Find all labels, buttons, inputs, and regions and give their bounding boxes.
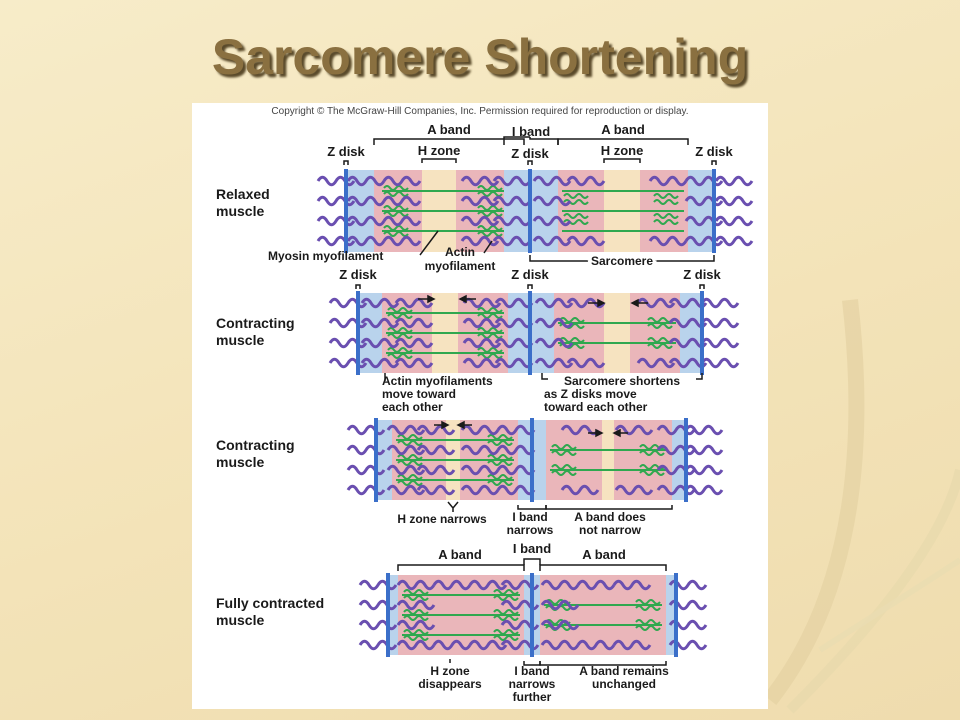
state-label: muscle [216,203,264,219]
i-band-note: I band [512,510,547,524]
panel-contracting-1: Contracting muscle Z disk Z disk Z disk … [216,267,740,414]
a-band-note: A band remains [579,664,669,678]
state-label: muscle [216,332,264,348]
actin-label: Actin [445,245,475,259]
z-disk-label: Z disk [339,267,377,282]
sarcomere-note: Sarcomere shortens [564,374,680,388]
sarcomere-label: Sarcomere [591,254,653,268]
a-band-label: A band [427,122,471,137]
state-label: Contracting [216,437,295,453]
i-band-region [532,293,554,373]
z-disk-label: Z disk [695,144,733,159]
z-disk-label: Z disk [511,267,549,282]
movement-arrows [434,420,628,438]
sarcomere-figure: Copyright © The McGraw-Hill Companies, I… [192,103,768,709]
h-zone-note: disappears [418,677,482,691]
a-band-label: A band [601,122,645,137]
state-label: Fully contracted [216,595,324,611]
i-band-label: I band [512,124,550,139]
panel-fully-contracted: A band I band A band Fully contracted mu… [216,541,708,704]
myosin-label: Myosin myofilament [268,249,383,263]
i-band-region [388,575,398,655]
h-zone-note: H zone narrows [397,512,487,526]
i-band-note: narrows [507,523,554,537]
z-disk-lines [374,418,688,502]
z-disk-lines [386,573,678,657]
panel-relaxed: Relaxed muscle A band I band A band Z di… [216,122,754,273]
slide-title: Sarcomere Shortening [211,29,749,85]
i-band-region [534,575,540,655]
z-disk-label: Z disk [683,267,721,282]
h-zone-note: H zone [430,664,470,678]
a-band-label: A band [438,547,482,562]
actin-note: each other [382,400,443,414]
a-band-label: A band [582,547,626,562]
z-disk-label: Z disk [511,146,549,161]
state-label: muscle [216,612,264,628]
z-disk-label: Z disk [327,144,365,159]
i-band-region [376,420,392,500]
i-band-region [680,293,700,373]
z-disk-lines [356,291,704,375]
i-band-region [518,420,530,500]
sarcomere-note: toward each other [544,400,648,414]
h-zone-label: H zone [601,143,644,158]
i-band-region [524,575,530,655]
i-band-note: further [513,690,552,704]
z-disk-lines [344,169,716,253]
a-band-note: A band does [574,510,646,524]
panel-contracting-2: Contracting muscle H zone narrows I band… [216,418,724,537]
i-band-region [672,420,686,500]
a-band-note: not narrow [579,523,642,537]
actin-note: move toward [382,387,456,401]
i-band-note: narrows [509,677,556,691]
movement-arrows [418,294,648,308]
a-band-note: unchanged [592,677,656,691]
state-label: muscle [216,454,264,470]
actin-label: myofilament [425,259,496,273]
h-zone-region [604,293,630,373]
i-band-region [534,420,546,500]
copyright-notice: Copyright © The McGraw-Hill Companies, I… [271,106,688,117]
h-zone-label: H zone [418,143,461,158]
h-zone-region [602,420,614,500]
i-band-region [666,575,676,655]
state-label: Contracting [216,315,295,331]
i-band-note: I band [514,664,549,678]
state-label: Relaxed [216,186,270,202]
actin-note: Actin myofilaments [382,374,493,388]
i-band-region [504,170,530,252]
i-band-label: I band [513,541,551,556]
sarcomere-note: as Z disks move [544,387,637,401]
i-band-region [688,170,714,252]
i-band-region [508,293,528,373]
